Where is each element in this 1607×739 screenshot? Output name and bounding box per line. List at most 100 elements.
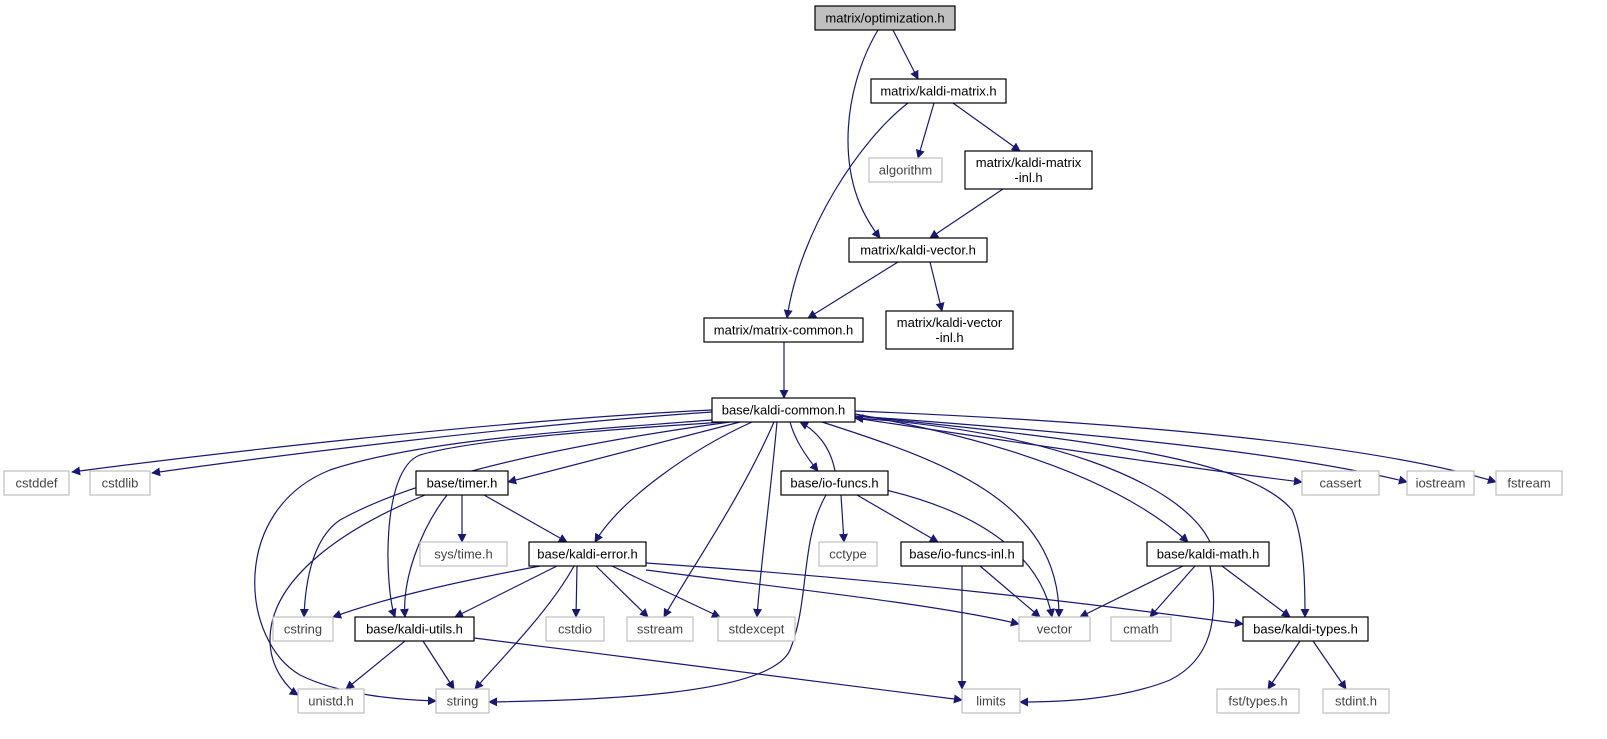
edge-kaldi-matrix-inl-to-kaldi-vector bbox=[929, 188, 1004, 239]
edge-kaldi-math-to-vector bbox=[1079, 565, 1184, 618]
edge-kaldi-vector-to-matrix-common bbox=[807, 261, 899, 319]
edge-kaldi-common-to-cstddef bbox=[71, 409, 713, 476]
nodes-layer: matrix/optimization.h matrix/kaldi-matrix… bbox=[3, 5, 1563, 714]
node-label: matrix/kaldi-vector-inl.h bbox=[897, 315, 1003, 345]
node-box bbox=[89, 470, 151, 496]
node-label: sys/time.h bbox=[434, 547, 493, 562]
edge-io-funcs-to-string bbox=[488, 494, 827, 707]
node-string: string bbox=[435, 688, 490, 714]
node-kaldi-types[interactable]: base/kaldi-types.h bbox=[1242, 616, 1369, 642]
node-label: cstdio bbox=[558, 622, 592, 637]
edge-kaldi-vector-to-kaldi-vector-inl bbox=[929, 261, 945, 312]
node-label: base/timer.h bbox=[427, 476, 498, 491]
node-vector: vector bbox=[1018, 616, 1091, 642]
node-kaldi-vector-inl[interactable]: matrix/kaldi-vector-inl.h bbox=[885, 310, 1014, 350]
node-label: cmath bbox=[1123, 622, 1158, 637]
node-label: algorithm bbox=[879, 163, 932, 178]
edge-timer-to-unistd bbox=[269, 494, 426, 696]
node-label: base/kaldi-types.h bbox=[1253, 622, 1358, 637]
node-kaldi-matrix[interactable]: matrix/kaldi-matrix.h bbox=[870, 78, 1007, 104]
node-kaldi-math[interactable]: base/kaldi-math.h bbox=[1146, 541, 1270, 567]
node-box bbox=[1146, 541, 1270, 567]
edge-io-funcs-to-io-funcs-inl bbox=[856, 494, 939, 543]
node-fst-types: fst/types.h bbox=[1216, 688, 1300, 714]
node-box bbox=[868, 157, 943, 183]
node-label: base/kaldi-error.h bbox=[537, 547, 637, 562]
node-box bbox=[1301, 470, 1380, 496]
edge-kaldi-error-to-kaldi-utils bbox=[454, 565, 558, 618]
edge-kaldi-types-to-stdint bbox=[1312, 640, 1347, 690]
edge-optimization-to-kaldi-matrix bbox=[892, 29, 919, 80]
node-box bbox=[717, 616, 796, 642]
node-kaldi-error[interactable]: base/kaldi-error.h bbox=[528, 541, 647, 567]
edge-kaldi-common-to-kaldi-math bbox=[854, 413, 1189, 543]
node-iostream: iostream bbox=[1406, 470, 1475, 496]
node-label: base/io-funcs-inl.h bbox=[909, 547, 1015, 562]
node-box bbox=[885, 310, 1014, 350]
node-box bbox=[900, 541, 1024, 567]
node-cmath: cmath bbox=[1110, 616, 1172, 642]
node-box bbox=[1242, 616, 1369, 642]
node-label: stdexcept bbox=[729, 622, 785, 637]
edge-kaldi-common-to-kaldi-error bbox=[594, 421, 753, 543]
node-label: cstddef bbox=[16, 476, 58, 491]
node-box bbox=[435, 688, 490, 714]
node-label: sstream bbox=[637, 622, 683, 637]
node-sys-time: sys/time.h bbox=[419, 541, 508, 567]
edge-kaldi-common-to-iostream bbox=[854, 415, 1408, 485]
node-box bbox=[818, 541, 878, 567]
node-matrix-common[interactable]: matrix/matrix-common.h bbox=[703, 317, 864, 343]
node-box bbox=[1110, 616, 1172, 642]
node-box bbox=[870, 78, 1007, 104]
node-label: stdint.h bbox=[1335, 694, 1377, 709]
node-limits: limits bbox=[961, 688, 1021, 714]
edge-kaldi-error-to-stdexcept bbox=[611, 565, 721, 618]
node-box bbox=[814, 5, 956, 31]
node-label: base/kaldi-utils.h bbox=[366, 622, 463, 637]
edge-kaldi-matrix-to-matrix-common bbox=[783, 102, 909, 319]
edge-kaldi-common-to-sstream bbox=[663, 421, 775, 618]
node-kaldi-vector[interactable]: matrix/kaldi-vector.h bbox=[848, 237, 988, 263]
edge-timer-to-kaldi-error bbox=[483, 494, 568, 543]
node-box bbox=[1322, 688, 1390, 714]
node-io-funcs-inl[interactable]: base/io-funcs-inl.h bbox=[900, 541, 1024, 567]
node-box bbox=[419, 541, 508, 567]
node-io-funcs[interactable]: base/io-funcs.h bbox=[780, 470, 889, 496]
node-label: base/kaldi-math.h bbox=[1157, 547, 1260, 562]
node-optimization[interactable]: matrix/optimization.h bbox=[814, 5, 956, 31]
edge-kaldi-error-to-cstring bbox=[332, 565, 541, 619]
node-label: iostream bbox=[1416, 476, 1466, 491]
node-cassert: cassert bbox=[1301, 470, 1380, 496]
node-label: string bbox=[447, 694, 479, 709]
edge-kaldi-error-to-kaldi-types bbox=[645, 562, 1244, 628]
node-label: matrix/kaldi-matrix-inl.h bbox=[976, 155, 1082, 185]
node-box bbox=[1495, 470, 1563, 496]
node-label: cctype bbox=[829, 547, 867, 562]
node-box bbox=[703, 317, 864, 343]
node-label: cassert bbox=[1320, 476, 1362, 491]
edge-timer-to-kaldi-utils bbox=[399, 494, 448, 618]
node-label: vector bbox=[1037, 622, 1073, 637]
node-box bbox=[711, 397, 856, 423]
node-box bbox=[626, 616, 694, 642]
node-cstring: cstring bbox=[272, 616, 334, 642]
edge-kaldi-math-to-kaldi-types bbox=[1221, 565, 1291, 618]
node-algorithm: algorithm bbox=[868, 157, 943, 183]
edge-kaldi-common-to-vector bbox=[821, 421, 1064, 618]
node-kaldi-utils[interactable]: base/kaldi-utils.h bbox=[354, 616, 475, 642]
edge-kaldi-common-to-cassert bbox=[854, 417, 1303, 486]
node-cstdio: cstdio bbox=[545, 616, 605, 642]
edge-kaldi-common-to-io-funcs bbox=[789, 421, 819, 472]
node-label: matrix/kaldi-vector.h bbox=[860, 243, 976, 258]
edge-kaldi-common-to-cstdlib bbox=[151, 411, 713, 477]
edge-io-funcs-inl-to-vector bbox=[979, 565, 1041, 618]
node-kaldi-common[interactable]: base/kaldi-common.h bbox=[711, 397, 856, 423]
node-label: matrix/kaldi-matrix.h bbox=[880, 84, 996, 99]
node-timer[interactable]: base/timer.h bbox=[415, 470, 509, 496]
node-box bbox=[545, 616, 605, 642]
node-kaldi-matrix-inl[interactable]: matrix/kaldi-matrix-inl.h bbox=[964, 150, 1093, 190]
edge-kaldi-matrix-to-kaldi-matrix-inl bbox=[952, 102, 1021, 152]
node-label: fstream bbox=[1507, 476, 1550, 491]
edge-kaldi-common-to-fstream bbox=[854, 410, 1497, 484]
